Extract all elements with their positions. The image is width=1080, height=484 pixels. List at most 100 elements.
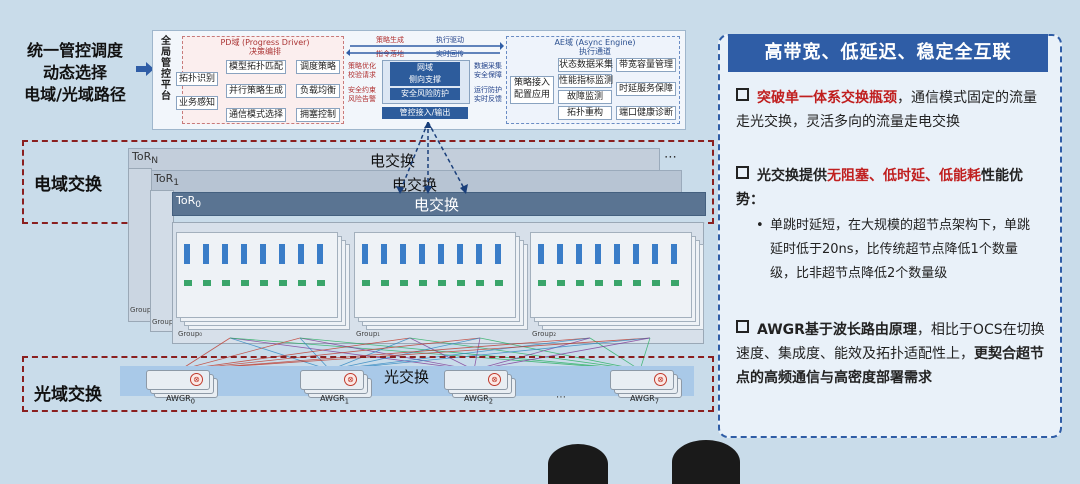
point-2-tail: 性能优势 — [736, 168, 1023, 208]
electrical-domain-label: 电域交换 — [34, 175, 102, 195]
tor-0-switch: 电交换 — [414, 196, 460, 214]
point-1-highlight: 突破单一体系交换瓶颈 — [757, 90, 897, 106]
awgr-label: AWGR1 — [320, 394, 349, 406]
chip-block — [362, 244, 368, 264]
right-panel-title: 高带宽、低延迟、稳定全互联 — [728, 34, 1048, 72]
chip-block — [438, 244, 444, 264]
chip-block — [495, 244, 501, 264]
fiber-link — [473, 337, 481, 371]
cross-connect-icon: ⊗ — [488, 373, 501, 386]
chip-block — [184, 244, 190, 264]
pd-balance-box: 负载均衡 — [296, 84, 340, 98]
chip-block — [241, 244, 247, 264]
port-block — [279, 280, 287, 286]
left-title-line-2: 动态选择 — [42, 63, 107, 82]
fiber-link — [179, 337, 301, 371]
point-2: 光交换提供无阻塞、低时延、低能耗性能优势： — [736, 164, 1048, 212]
point-1-text: ，通信模式固定的流量走光交换，灵活多向的流量走电交换 — [736, 90, 1037, 130]
optical-domain-label: 光域交换 — [34, 385, 102, 405]
awgr-label: AWGR2 — [464, 394, 493, 406]
port-block — [457, 280, 465, 286]
chip-block — [633, 244, 639, 264]
fiber-link — [299, 337, 641, 371]
chip-block — [419, 244, 425, 264]
chip-block — [614, 244, 620, 264]
port-block — [576, 280, 584, 286]
note-run-protect: 运行防护 — [474, 86, 502, 94]
note-policy-opt: 策略优化 — [348, 62, 376, 70]
pd-title-line: 决策编排 — [249, 47, 281, 56]
port-block — [260, 280, 268, 286]
note-exec-drive: 执行驱动 — [436, 36, 464, 44]
tor-0-bar — [172, 192, 706, 216]
pd-model-match-box: 模型拓扑匹配 — [226, 60, 286, 74]
chip-block — [671, 244, 677, 264]
optical-domain-frame — [22, 356, 714, 412]
ae-policy-box: 策略接入 配置应用 — [510, 76, 554, 104]
left-title-line-3: 电域/光域路径 — [24, 85, 126, 104]
ae-policy-line: 配置应用 — [513, 90, 550, 100]
fiber-link — [639, 337, 651, 371]
checkbox-square-icon — [736, 320, 749, 333]
tor-n-switch: 电交换 — [370, 152, 416, 170]
side-group-label: Group — [130, 306, 152, 314]
fiber-link — [473, 337, 651, 371]
point-1: 突破单一体系交换瓶颈，通信模式固定的流量走光交换，灵活多向的流量走电交换 — [736, 86, 1048, 134]
side-group-label: Group — [152, 318, 174, 326]
chip-block — [279, 244, 285, 264]
chip-block — [317, 244, 323, 264]
note-sec-guarantee: 安全保障 — [474, 71, 502, 79]
group-label: Group₁ — [356, 330, 381, 338]
port-block — [298, 280, 306, 286]
cross-connect-icon: ⊗ — [190, 373, 203, 386]
point-3-lead: AWGR基于波长路由原理 — [757, 322, 917, 338]
awgr-dots: ⋯ — [556, 392, 566, 403]
chip-block — [457, 244, 463, 264]
point-3-text: ，相比于OCS在切换速度、集成度、能效及拓扑适配性上， — [736, 322, 1045, 362]
port-block — [419, 280, 427, 286]
center-access-output: 管控接入/输出 — [382, 107, 468, 119]
note-risk-alarm: 风险告警 — [348, 95, 376, 103]
ae-bandwidth-box: 带宽容量管理 — [616, 58, 676, 72]
note-instr-land: 指令落地 — [376, 50, 404, 58]
point-2-bullet: • 单跳时延短，在大规模的超节点架构下，单跳延时低于20ns，比传统超节点降低1个… — [756, 214, 1042, 286]
bidirectional-arrow-icon — [346, 42, 504, 56]
point-2-highlight: 无阻塞、低时延、低能耗 — [827, 168, 981, 184]
group-label: Group₂ — [532, 330, 557, 338]
fiber-link — [229, 337, 475, 371]
side-char: 全 — [161, 36, 171, 47]
pd-title-line: PD域 (Progress Driver) — [220, 38, 310, 47]
chip-block — [381, 244, 387, 264]
awgr-label: AWGR0 — [166, 394, 195, 406]
control-platform-label: 全 局 管 控 平 台 — [158, 36, 174, 102]
pd-topology-box: 拓扑识别 — [176, 72, 218, 86]
point-3-conclusion: 更契合超节点的高频通信与高密度部署需求 — [736, 346, 1044, 386]
bullet-dot-icon: • — [756, 218, 764, 233]
cross-connect-icon: ⊗ — [654, 373, 667, 386]
port-block — [557, 280, 565, 286]
port-block — [317, 280, 325, 286]
optical-switch-label: 光交换 — [384, 368, 430, 386]
ae-topo-box: 拓扑重构 — [558, 106, 612, 120]
port-block — [476, 280, 484, 286]
left-title: 统一管控调度 动态选择 电域/光域路径 — [10, 40, 140, 106]
port-block — [633, 280, 641, 286]
port-block — [538, 280, 546, 286]
side-char: 局 — [161, 47, 171, 58]
ae-latency-box: 时延服务保障 — [616, 82, 676, 96]
ae-domain-title: AE域 (Async Engine) 执行通道 — [550, 38, 640, 56]
pd-congestion-box: 拥塞控制 — [296, 108, 340, 122]
fiber-link — [299, 337, 331, 371]
point-2-bullet-text: 单跳时延短，在大规模的超节点架构下，单跳延时低于20ns，比传统超节点降低1个数… — [770, 218, 1031, 281]
note-data-collect: 数据采集 — [474, 62, 502, 70]
fiber-link — [329, 337, 411, 371]
port-block — [203, 280, 211, 286]
group-label: Group₀ — [178, 330, 203, 338]
note-realtime-back: 实时回传 — [436, 50, 464, 58]
tor-1-bar — [150, 170, 682, 194]
chip-block — [595, 244, 601, 264]
awgr-label: AWGR7 — [630, 394, 659, 406]
fiber-link — [179, 337, 481, 371]
port-block — [595, 280, 603, 286]
